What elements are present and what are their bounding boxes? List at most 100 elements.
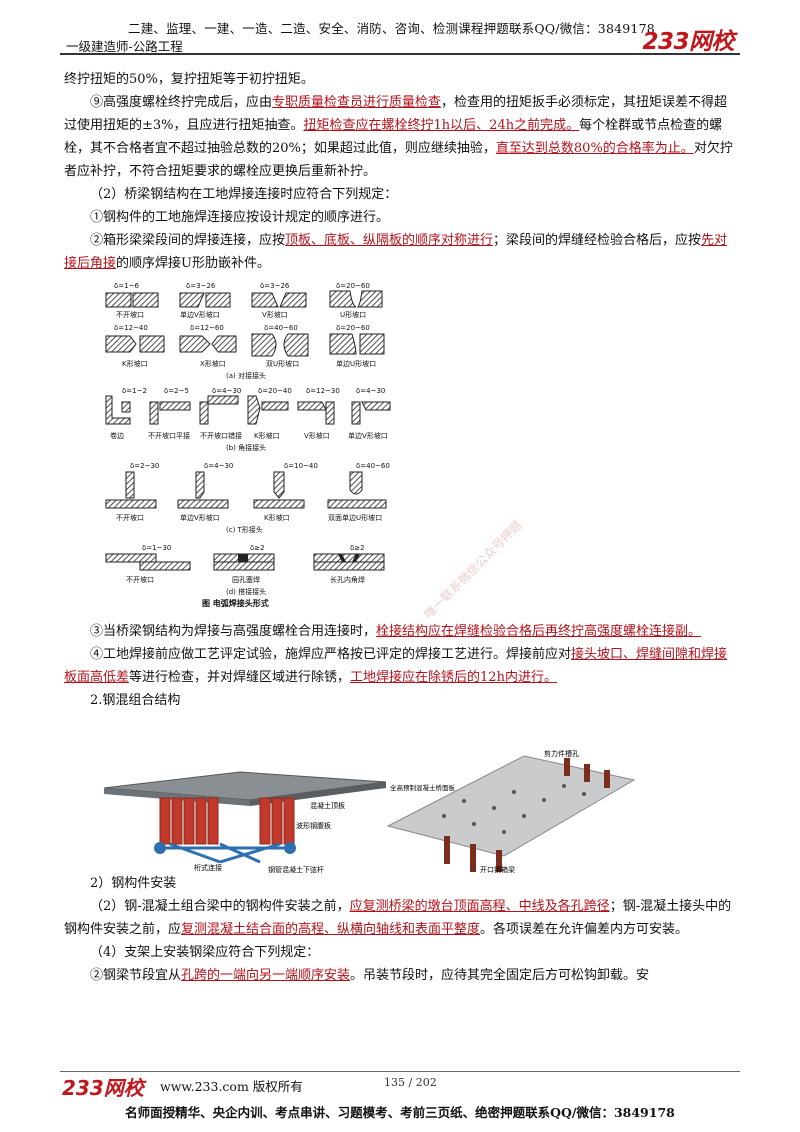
weld-spec: δ=2~5 — [164, 387, 189, 395]
weld-plate-shape — [105, 335, 137, 353]
text: ②箱形梁梁段间的焊接连接，应按 — [90, 233, 286, 248]
weld-joint-item: δ=40~60 双U形坡口 — [251, 324, 309, 368]
paragraph: ③当桥梁钢结构为焊接与高强度螺栓合用连接时，栓接结构应在焊缝检验合格后再终拧高强… — [64, 620, 736, 643]
section-heading: 2）钢构件安装 — [90, 876, 177, 891]
paragraph: ⑨高强度螺栓终拧完成后，应由专职质量检查员进行质量检查，检查用的扭矩扳手必须标定… — [64, 91, 736, 183]
label-precast-deck: 全高预制混凝土桥面板 — [390, 783, 456, 792]
weld-plate-shape — [356, 290, 383, 308]
weld-plate-shape — [329, 290, 357, 308]
highlight-text: 孔跨的一端向另一端顺序安装 — [181, 968, 351, 983]
girder-web-shape — [496, 850, 502, 872]
figure-caption: (b) 角接接头 — [226, 443, 266, 452]
weld-plate-shape — [361, 401, 391, 411]
weld-label: 双面单边U形坡口 — [328, 513, 382, 522]
box-girder-figure: 剪力件槽孔 全高预制混凝土桥面板 开口钢箱梁 — [386, 749, 636, 874]
label-open-box-girder: 开口钢箱梁 — [480, 865, 515, 874]
highlight-text: 先对接后角接 — [64, 233, 728, 271]
truss-group — [160, 842, 290, 864]
text: 。吊装节段时，应待其完全固定后方可松钩卸载。安 — [350, 968, 650, 983]
highlight-text: 工地焊接应在除锈后的12h内进行。 — [350, 670, 557, 685]
highlight-text: 扭矩检查应在螺栓终拧1h以后、24h之前完成。 — [303, 118, 580, 133]
paragraph: （4）支架上安装钢梁应符合下列规定： — [90, 945, 320, 960]
text: ；梁段间的焊缝经检验合格后，应按 — [493, 233, 702, 248]
weld-joint-item: δ=4~30 单边V形坡口 — [177, 462, 233, 522]
web-fold-shape — [195, 797, 207, 845]
weld-plate-shape — [253, 499, 305, 509]
weld-plate-shape — [105, 553, 157, 563]
label-bottom-chord: 钢管混凝土下弦杆 — [268, 865, 324, 874]
weld-plate-shape — [325, 401, 335, 425]
weld-plate-shape — [351, 401, 361, 425]
composite-bridge-figure: 混凝土顶板 波形钢腹板 桁式连接 钢管混凝土下弦杆 — [103, 771, 387, 874]
highlight-text: 直至达到总数80%的合格率为止。 — [495, 141, 694, 156]
shear-pocket — [522, 814, 526, 818]
weld-label: V形坡口 — [304, 431, 330, 440]
weld-plate-shape — [159, 401, 191, 411]
corrugated-web-group — [159, 797, 295, 845]
girder-web-shape — [444, 836, 450, 864]
weld-plate-shape — [213, 561, 275, 571]
header-divider — [60, 53, 740, 55]
truss-member-line — [219, 842, 261, 864]
weld-plate-shape — [105, 395, 131, 425]
weld-label: 不开坡口 — [126, 575, 154, 584]
weld-joint-item: δ=2~5 不开坡口平接 — [148, 387, 191, 440]
weld-plate-shape — [359, 333, 385, 355]
text: （2）钢-混凝土组合梁中的钢构件安装之前， — [90, 899, 350, 914]
weld-plate-shape — [121, 401, 131, 413]
web-fold-shape — [271, 797, 283, 845]
highlight-text: 顶板、底板、纵隔板的顺序对称进行 — [285, 233, 494, 248]
footer-copyright: www.233.com 版权所有 — [160, 1079, 303, 1094]
weld-spec: δ=3~26 — [260, 282, 290, 290]
weld-spec: δ=4~30 — [204, 462, 233, 470]
weld-label: K形坡口 — [122, 359, 148, 368]
weld-spec: δ=12~30 — [306, 387, 340, 395]
weld-label: 卷边 — [110, 431, 124, 440]
precast-deck-shape — [386, 755, 636, 857]
weld-plate-shape — [105, 292, 132, 308]
text: 。各项误差在允许偏差内方可安装。 — [480, 922, 689, 937]
weld-label: 单边U形坡口 — [336, 359, 376, 368]
weld-spec: δ=2~30 — [130, 462, 159, 470]
weld-joint-item: δ=4~30 单边V形坡口 — [348, 387, 391, 440]
shear-pocket-group — [442, 784, 586, 834]
weld-spec: δ=12~60 — [190, 324, 224, 332]
weld-spec: δ=20~60 — [336, 282, 370, 290]
weld-spec: δ≥2 — [350, 544, 365, 552]
text: ⑨高强度螺栓终拧完成后，应由 — [90, 95, 273, 110]
paragraph: ④工地焊接前应做工艺评定试验，施焊应严格按已评定的焊接工艺进行。焊接前应对接头坡… — [64, 643, 736, 689]
text: 等进行检查，并对焊缝区域进行除锈， — [129, 670, 351, 685]
shear-pocket — [582, 792, 586, 796]
weld-joint-item: δ=2~30 不开坡口 — [105, 462, 159, 522]
weld-spec: δ=1~6 — [114, 282, 139, 290]
weld-joint-item: δ=3~26 单边V形坡口 — [179, 282, 231, 319]
label-shear-pocket: 剪力件槽孔 — [544, 749, 579, 758]
weld-spec: δ=1~2 — [122, 387, 147, 395]
weld-label: 不开坡口 — [116, 513, 144, 522]
weld-plate-shape — [207, 395, 239, 405]
paragraph: 终拧扭矩的50%，复拧扭矩等于初拧扭矩。 — [64, 72, 314, 87]
weld-plate-shape — [205, 292, 231, 308]
chord-tube-shape — [154, 842, 166, 854]
weld-plug-shape — [238, 554, 248, 562]
weld-label: 单边V形坡口 — [180, 513, 220, 522]
weld-spec: δ=4~30 — [212, 387, 241, 395]
text: 对欠拧者应补拧，不符合扭矩要求的螺栓应更换后重新补拧。 — [64, 141, 733, 179]
girder-web-shape — [470, 844, 476, 872]
paragraph: （2）桥梁钢结构在工地焊接连接时应符合下列规定： — [90, 187, 398, 202]
weld-label: K形坡口 — [264, 513, 290, 522]
weld-plate-shape — [349, 471, 363, 495]
section-heading: 2.钢混组合结构 — [90, 693, 181, 708]
weld-plate-shape — [211, 335, 237, 353]
footer-contact-line: 名师面授精华、央企内训、考点串讲、习题模考、考前三页纸、绝密押题联系QQ/微信：… — [125, 1105, 675, 1120]
document-body: 终拧扭矩的50%，复拧扭矩等于初拧扭矩。 ⑨高强度螺栓终拧完成后，应由专职质量检… — [64, 68, 736, 987]
shear-pocket — [472, 822, 476, 826]
weld-joint-item: δ=12~30 V形坡口 — [297, 387, 340, 440]
weld-plate-shape — [177, 499, 229, 509]
highlight-text: 栓接结构应在焊缝检验合格后再终拧高强度螺栓连接副。 — [376, 624, 702, 639]
weld-label: 长孔内角焊 — [330, 575, 365, 584]
weld-joint-item: δ=20~40 K形坡口 — [247, 387, 292, 440]
weld-spec: δ=20~40 — [258, 387, 292, 395]
weld-spec: δ=40~60 — [356, 462, 390, 470]
paragraph: ②箱形梁梁段间的焊接连接，应按顶板、底板、纵隔板的顺序对称进行；梁段间的焊缝经检… — [64, 229, 736, 275]
